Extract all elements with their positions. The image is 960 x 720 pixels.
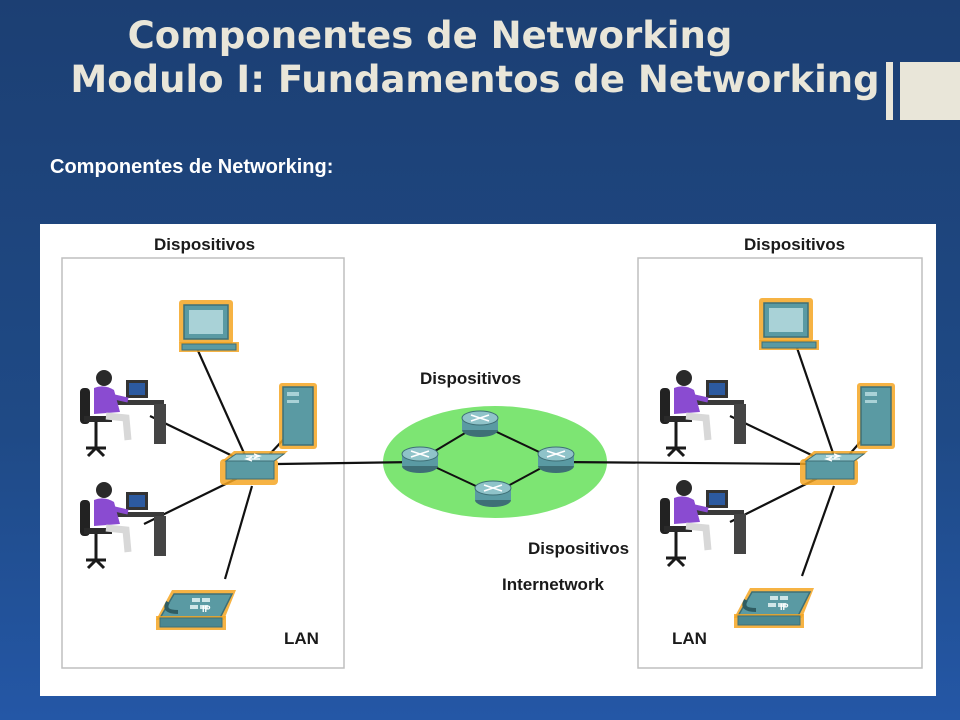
desktop-pc-icon (758, 297, 820, 351)
slide-subtitle: Componentes de Networking: (50, 156, 333, 179)
title-line-1: Componentes de Networking (127, 14, 733, 57)
right-lan-label: LAN (672, 629, 707, 648)
internetwork-label: Internetwork (502, 575, 605, 594)
subtitle-colon: : (326, 156, 334, 178)
server-icon (856, 382, 896, 450)
router-icon (401, 446, 439, 474)
internetwork-media-label: Dispositivos (528, 539, 629, 558)
network-diagram: IP IP Dispositivos LAN Dispositivos Disp… (40, 224, 936, 696)
slide-title: Componentes de Networking Modulo I: Fund… (0, 14, 960, 101)
phone-badge: IP (202, 604, 211, 614)
decorative-bar (886, 62, 893, 120)
subtitle-text: Componentes de Networking (50, 156, 327, 178)
right-devices-label: Dispositivos (744, 235, 845, 254)
server-icon (278, 382, 318, 450)
phone-badge: IP (780, 602, 789, 612)
desktop-pc-icon (178, 299, 240, 353)
wan-links (277, 460, 819, 466)
decorative-box (900, 62, 960, 120)
router-icon (461, 410, 499, 438)
title-line-2: Modulo I: Fundamentos de Networking (70, 57, 880, 101)
router-icon (537, 446, 575, 474)
internetwork-devices-label: Dispositivos (420, 369, 521, 388)
router-icon (474, 480, 512, 508)
switch-icon (799, 450, 869, 486)
left-lan-label: LAN (284, 629, 319, 648)
switch-icon (219, 450, 289, 486)
internetwork-cloud (383, 406, 607, 518)
left-devices-label: Dispositivos (154, 235, 255, 254)
